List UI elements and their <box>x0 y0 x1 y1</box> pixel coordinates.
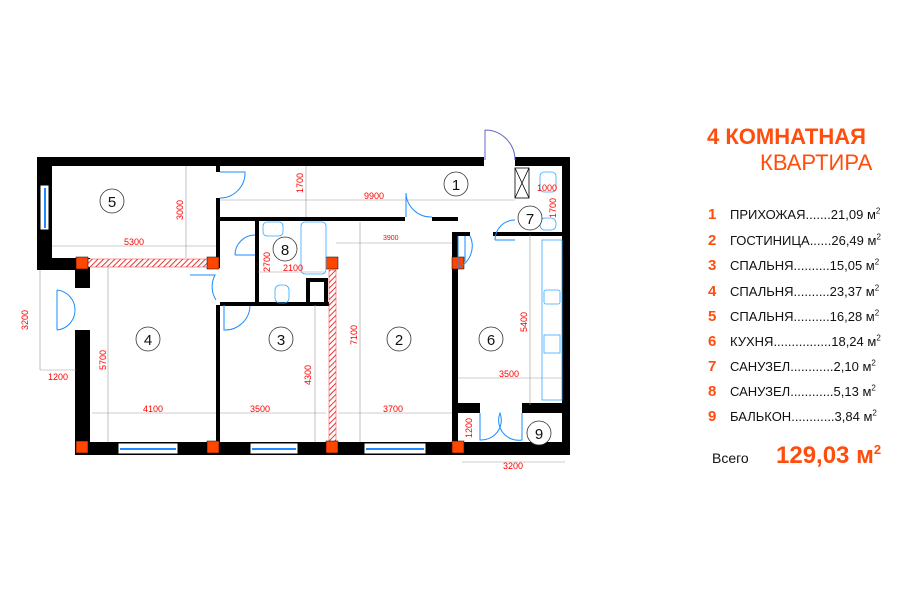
dim-3000: 3000 <box>175 200 185 220</box>
dim-1700b: 1700 <box>548 198 558 218</box>
apartment-title-line2: КВАРТИРА <box>760 150 873 175</box>
dim-3500: 3500 <box>250 404 270 414</box>
dim-2700: 2700 <box>262 252 272 272</box>
dim-2100: 2100 <box>283 263 303 273</box>
windows <box>39 184 427 455</box>
dim-4300: 4300 <box>303 365 313 385</box>
dim-1000: 1000 <box>537 183 557 193</box>
room-number-2: 2 <box>395 332 403 349</box>
room-number-6: 6 <box>487 332 495 349</box>
walls <box>37 157 570 455</box>
room-markers <box>99 171 552 446</box>
doors <box>56 129 523 441</box>
apartment-title-line1: 4 КОМНАТНАЯ <box>707 124 866 149</box>
dim-3200: 3200 <box>20 310 30 330</box>
total-area: 129,03 м2 <box>776 442 882 469</box>
dim-1700: 1700 <box>295 173 305 193</box>
dim-3500b: 3500 <box>499 369 519 379</box>
room-number-8: 8 <box>281 242 289 259</box>
columns <box>75 256 465 454</box>
dim-7100: 7100 <box>349 325 359 345</box>
room-number-9: 9 <box>535 426 543 443</box>
dim-3700: 3700 <box>383 404 403 414</box>
dim-1200: 1200 <box>48 372 68 382</box>
total-label: Всего <box>712 450 749 466</box>
room-number-5: 5 <box>108 194 116 211</box>
dim-3900: 3900 <box>383 235 399 242</box>
room-number-1: 1 <box>452 177 460 194</box>
dim-1200b: 1200 <box>464 418 474 438</box>
floor-plan: 5300 3000 1700 9900 3900 2700 2100 1000 … <box>20 129 570 471</box>
room-number-4: 4 <box>144 332 152 349</box>
dim-9900: 9900 <box>364 191 384 201</box>
room-number-7: 7 <box>526 211 534 228</box>
dimension-lines <box>39 166 565 463</box>
dimension-labels: 5300 3000 1700 9900 3900 2700 2100 1000 … <box>20 173 558 471</box>
room-number-3: 3 <box>277 332 285 349</box>
dim-4100: 4100 <box>143 404 163 414</box>
dim-5300: 5300 <box>124 237 144 247</box>
dim-5400: 5400 <box>519 312 529 332</box>
fixtures <box>262 167 563 401</box>
dim-3200b: 3200 <box>503 461 523 471</box>
dim-5700: 5700 <box>98 350 108 370</box>
